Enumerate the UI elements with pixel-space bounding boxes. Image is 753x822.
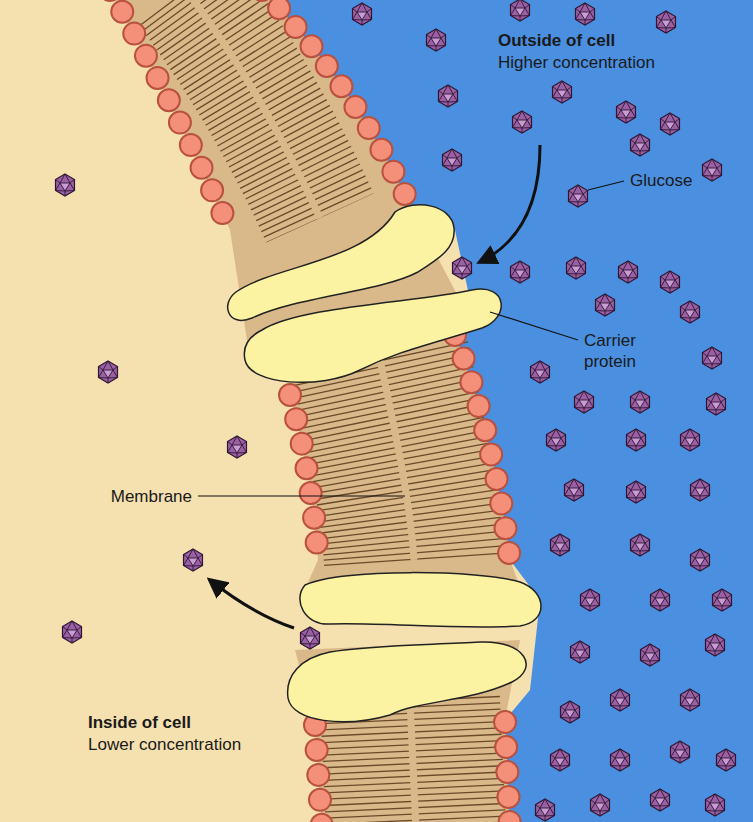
movement-arrow	[210, 145, 540, 628]
region-label: Higher concentration	[498, 52, 655, 73]
part-label: Glucose	[630, 170, 692, 191]
carrier-protein	[228, 205, 541, 722]
part-label: Carrier protein	[584, 330, 659, 372]
region-label: Outside of cell	[498, 30, 615, 51]
region-label: Inside of cell	[88, 712, 191, 733]
leader-line	[198, 181, 624, 496]
region-label: Lower concentration	[88, 734, 241, 755]
part-label: Membrane	[111, 486, 192, 507]
glucose-molecules	[56, 0, 736, 821]
